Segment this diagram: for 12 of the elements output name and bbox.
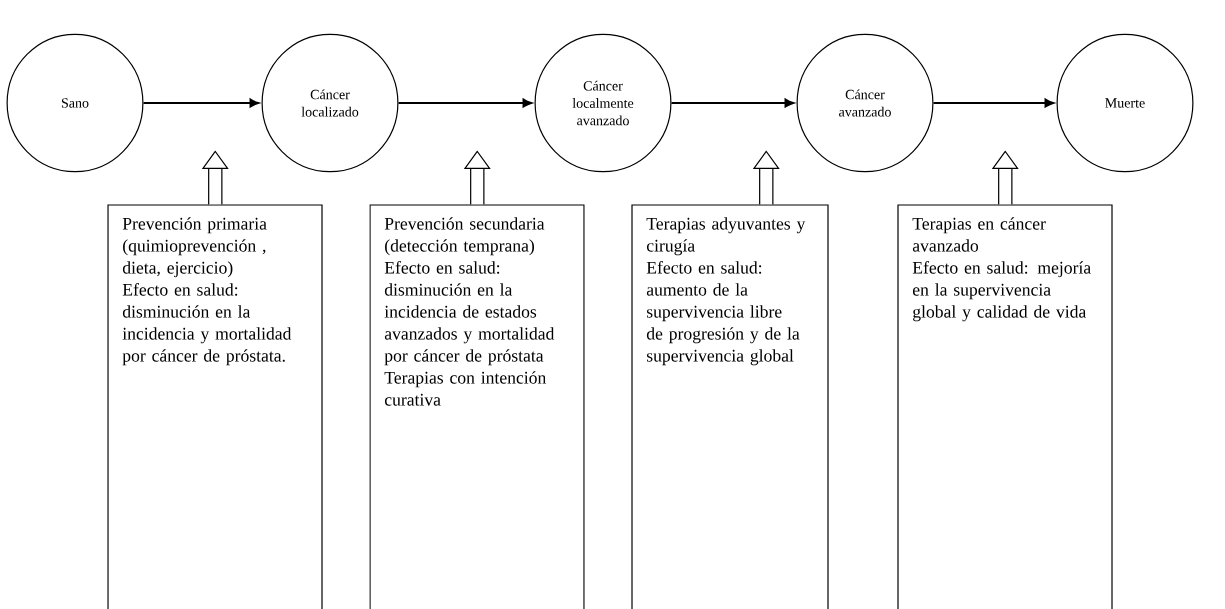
text-box: Prevención secundaria (detección temprana) Efecto en salud: disminución en la incidencia de estados avanzados y mortalidad por cáncer de próstata Terapias con intención curativa bbox=[369, 204, 585, 609]
arrow bbox=[142, 98, 259, 108]
arrow bbox=[397, 98, 532, 108]
text-box: Terapias adyuvantes y cirugía Efecto en salud: aumento de la supervivencia libre de progresión y de la supervivencia global bbox=[631, 204, 829, 609]
text-box: Terapias en cáncer avanzado Efecto en salud: mejoría en la supervivencia global y calidad de vida bbox=[897, 204, 1113, 609]
arrow bbox=[670, 98, 794, 108]
text-box: Prevención primaria (quimioprevención , dieta, ejercicio) Efecto en salud: disminución en la incidencia y mortalidad por cáncer de próstata. bbox=[107, 204, 323, 609]
hollow-arrow bbox=[201, 150, 229, 205]
hollow-arrow bbox=[463, 150, 491, 205]
arrow bbox=[932, 98, 1054, 108]
hollow-arrow bbox=[991, 150, 1019, 205]
hollow-arrow bbox=[752, 150, 780, 205]
